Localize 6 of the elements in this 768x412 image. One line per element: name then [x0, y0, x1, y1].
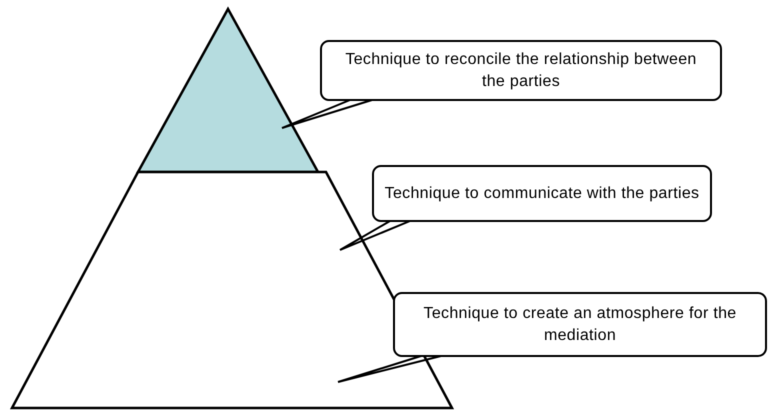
callout-text: Technique to reconcile the relationship between the parties — [344, 50, 698, 92]
callout-box — [320, 40, 722, 101]
callout-box — [393, 292, 767, 357]
callout-text: Technique to communicate with the parties — [384, 184, 700, 204]
callout-text: Technique to create an atmosphere for the mediation — [422, 304, 738, 346]
callout-box — [372, 165, 712, 222]
